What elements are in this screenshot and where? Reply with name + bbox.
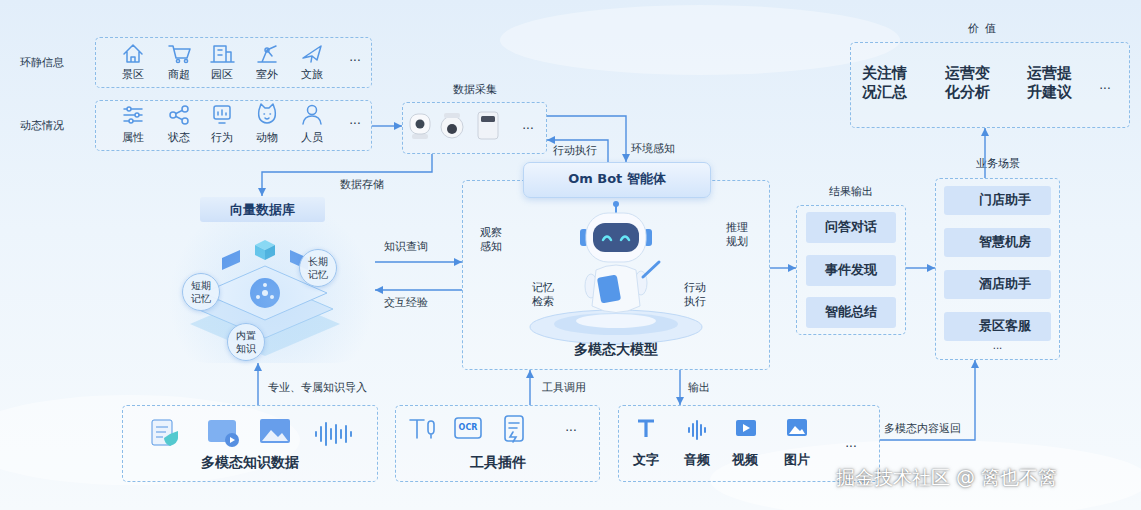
node-text: 动物: [252, 131, 282, 145]
memory-circle: 内置 知识: [227, 323, 265, 361]
node-text: 人员: [297, 131, 327, 145]
edge-label: 工具调用: [542, 381, 586, 395]
node-text: 状态: [164, 131, 194, 145]
node-text: 行为: [207, 131, 237, 145]
edge-label: 环境感知: [631, 142, 675, 156]
scenario-group: 业务场景...门店助手智慧机房酒店助手景区客服: [935, 178, 1060, 360]
edge-label: 数据存储: [340, 178, 384, 192]
node-text: 记忆 检索: [531, 281, 555, 309]
flow-arrow: [375, 261, 462, 262]
node-text: 视频: [729, 452, 761, 468]
node-text: 景区: [118, 68, 148, 82]
node-text: 景区客服: [962, 318, 1048, 334]
node-text: 数据采集: [402, 83, 547, 97]
scenario-box: 酒店助手: [944, 270, 1051, 299]
node-text: 推理 规划: [725, 221, 749, 249]
flow-arrow: [262, 154, 432, 196]
node-text: 动态情况: [20, 119, 90, 133]
node-text: 属性: [118, 131, 148, 145]
node-text: 图片: [781, 452, 813, 468]
flow-arrow: [547, 140, 608, 162]
flow-arrow: [770, 267, 796, 268]
node-text: ...: [556, 420, 586, 435]
node-text: 事件发现: [806, 262, 896, 278]
edge-label: 多模态内容返回: [884, 422, 961, 436]
knowledge-box: 多模态知识数据: [122, 405, 378, 482]
node-text: 关注情 况汇总: [862, 64, 922, 102]
node-text: 酒店助手: [962, 276, 1048, 292]
source-group: 环静信息景区商超园区室外文旅...: [95, 37, 372, 88]
agent-header: Om Bot 智能体: [523, 162, 711, 198]
node-text: 结果输出: [796, 185, 906, 199]
flow-arrow: [906, 267, 935, 268]
watermark: 掘金技术社区 @ 篱也不篱: [836, 466, 1057, 490]
node-text: 行动 执行: [683, 281, 707, 309]
node-text: OCR: [455, 423, 481, 433]
flow-arrow: [257, 363, 258, 405]
node-text: 文旅: [297, 68, 327, 82]
node-text: 长期 记忆: [307, 256, 329, 281]
node-text: Om Bot 智能体: [523, 171, 711, 187]
node-text: 多模态知识数据: [122, 454, 378, 472]
flow-arrow: [547, 116, 626, 162]
scenario-box: 景区客服: [944, 312, 1051, 341]
edge-label: 交互经验: [384, 296, 428, 310]
node-text: 问答对话: [806, 219, 896, 235]
flow-arrow: [679, 370, 680, 405]
source-group: 动态情况属性状态行为动物人员...: [95, 100, 372, 151]
flow-arrow: [529, 370, 530, 405]
tools-box: 工具插件 OCR...: [395, 405, 600, 482]
node-text: 门店助手: [962, 192, 1048, 208]
node-text: 业务场景: [935, 157, 1060, 171]
agent-group: 观察 感知推理 规划记忆 检索行动 执行多模态大模型Om Bot 智能体: [462, 180, 770, 370]
node-text: 价值: [950, 22, 1020, 36]
node-text: 园区: [207, 68, 237, 82]
edge-label: 专业、专属知识导入: [268, 381, 367, 395]
node-text: ...: [836, 436, 866, 451]
node-text: 多模态大模型: [540, 341, 692, 359]
node-text: ...: [1090, 78, 1120, 93]
edge-label: 行动执行: [553, 144, 597, 158]
flow-arrow: [375, 289, 462, 290]
node-text: 音频: [681, 452, 713, 468]
node-text: ...: [340, 113, 370, 128]
vector-db: 向量数据库短期 记忆 长期 记忆内置 知识: [168, 196, 375, 363]
node-text: 室外: [252, 68, 282, 82]
node-text: ...: [975, 340, 1020, 353]
edge-label: 知识查询: [384, 240, 428, 254]
node-text: 工具插件: [395, 454, 600, 472]
memory-circle: 长期 记忆: [299, 249, 337, 287]
edge-label: 输出: [688, 381, 710, 395]
node-text: 智能总结: [806, 304, 896, 320]
result-box: 智能总结: [806, 297, 896, 328]
collection-box: 数据采集...: [402, 102, 547, 154]
scenario-box: 智慧机房: [944, 228, 1051, 257]
node-text: 商超: [164, 68, 194, 82]
node-text: 内置 知识: [235, 330, 257, 355]
node-text: 观察 感知: [479, 226, 503, 254]
result-box: 事件发现: [806, 255, 896, 286]
node-text: 短期 记忆: [190, 280, 212, 305]
flow-arrow: [372, 125, 402, 126]
node-text: 运营提 升建议: [1027, 64, 1087, 102]
background-cloud: [500, 5, 900, 75]
memory-circle: 短期 记忆: [182, 273, 220, 311]
node-text: ...: [340, 50, 370, 65]
node-text: 智慧机房: [962, 234, 1048, 250]
flow-arrow: [880, 360, 975, 440]
node-text: ...: [513, 118, 543, 133]
result-box: 问答对话: [806, 212, 896, 243]
flow-arrow: [984, 128, 985, 178]
node-text: 向量数据库: [200, 197, 325, 222]
result-group: 结果输出问答对话事件发现智能总结: [796, 205, 906, 335]
node-text: 环静信息: [20, 56, 90, 70]
value-box: 价值关注情 况汇总运营变 化分析运营提 升建议...: [850, 42, 1130, 128]
node-text: 运营变 化分析: [945, 64, 1005, 102]
scenario-box: 门店助手: [944, 186, 1051, 215]
node-text: 文字: [630, 452, 662, 468]
